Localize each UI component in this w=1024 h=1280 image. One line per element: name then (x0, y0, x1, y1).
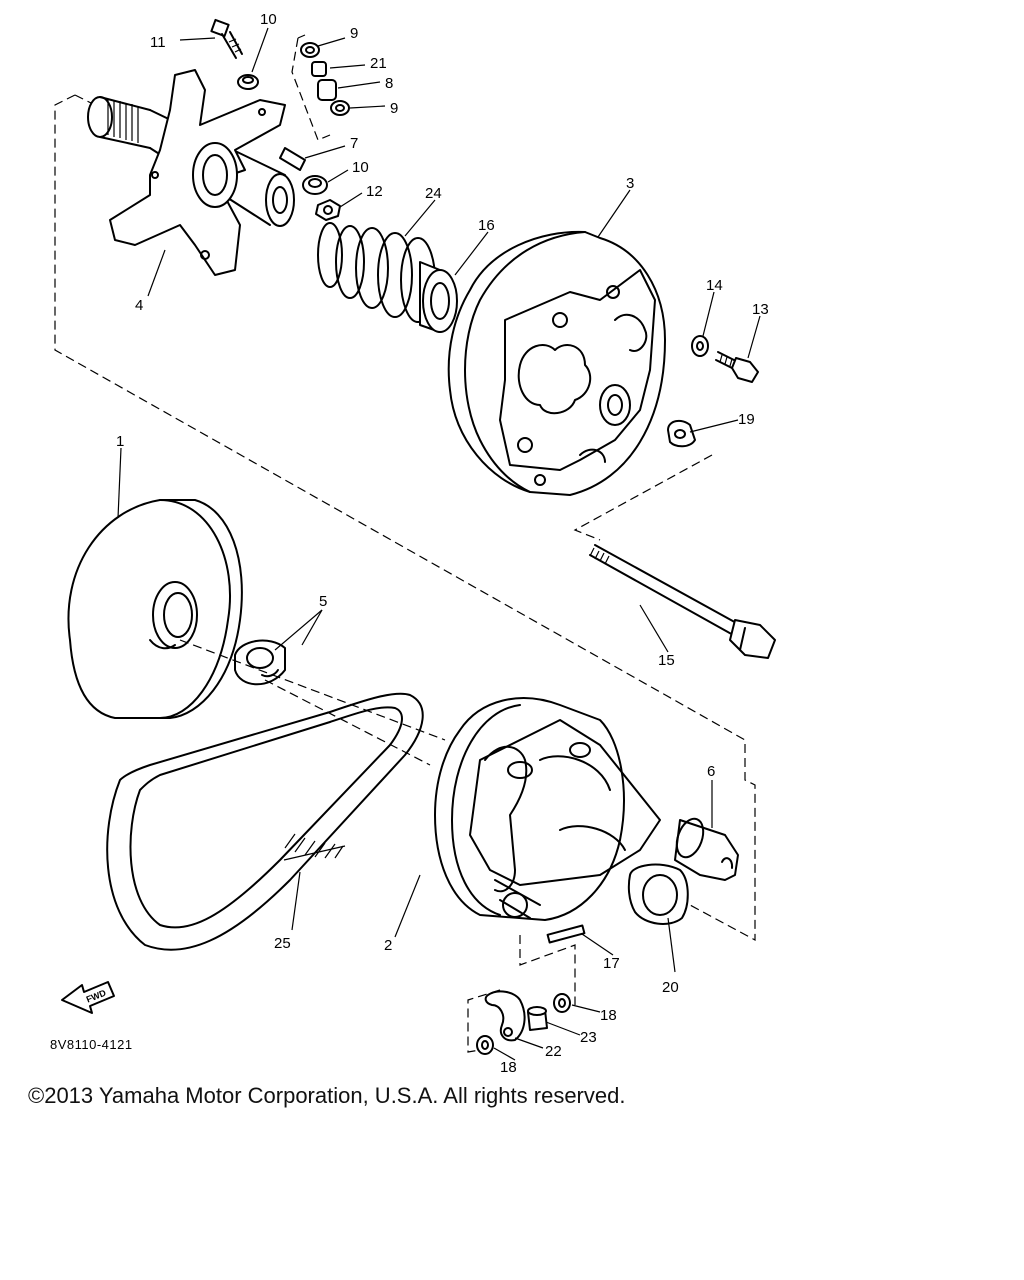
guide-line-bushing (264, 679, 431, 766)
part-nut-12 (315, 199, 341, 221)
part-seal-20 (627, 863, 689, 925)
part-bushing-16 (419, 261, 458, 333)
drawing-code: 8V8110-4121 (50, 1037, 133, 1052)
label-part-9-lower: 9 (390, 100, 398, 117)
label-part-6: 6 (707, 763, 715, 780)
part-fixed-shaft (87, 69, 295, 276)
label-part-4: 4 (135, 297, 143, 314)
label-part-20: 20 (662, 979, 679, 996)
label-part-10-top: 10 (260, 11, 277, 28)
bracket-arm-group (467, 989, 501, 1053)
part-bolt-11 (210, 18, 243, 59)
leader-lines (117, 27, 761, 1061)
part-sleeve-6 (674, 817, 739, 881)
part-pin-17 (546, 924, 586, 944)
exploded-parts-diagram: 11 10 9 21 8 9 7 10 12 24 16 3 4 14 13 1… (50, 11, 776, 1076)
label-part-22: 22 (545, 1043, 562, 1060)
part-washer-19 (667, 419, 696, 448)
label-part-23: 23 (580, 1029, 597, 1046)
part-nut-10-top (237, 74, 259, 90)
part-roller-23 (527, 1006, 548, 1031)
part-belt-25 (106, 692, 424, 951)
assembly-outline (54, 94, 756, 942)
label-part-15: 15 (658, 652, 675, 669)
part-roller-stack (291, 34, 350, 141)
label-part-9-top: 9 (350, 25, 358, 42)
part-sheave-1 (67, 499, 243, 719)
label-part-5: 5 (319, 593, 327, 610)
label-part-21: 21 (370, 55, 387, 72)
label-part-16: 16 (478, 217, 495, 234)
label-part-8: 8 (385, 75, 393, 92)
label-part-24: 24 (425, 185, 442, 202)
guide-line-sheave (179, 639, 446, 741)
guide-line-arm (519, 935, 576, 1005)
label-part-12: 12 (366, 183, 383, 200)
part-bolt-13 (715, 351, 759, 383)
label-part-19: 19 (738, 411, 755, 428)
diagram-canvas: 11 10 9 21 8 9 7 10 12 24 16 3 4 14 13 1… (50, 11, 776, 1076)
part-washer-14 (691, 335, 709, 357)
label-part-11: 11 (150, 34, 166, 51)
label-part-7: 7 (350, 135, 358, 152)
copyright-notice: ©2013 Yamaha Motor Corporation, U.S.A. A… (28, 1083, 626, 1108)
part-bushing-5 (234, 639, 286, 686)
forward-arrow-icon: FWD (61, 981, 115, 1014)
part-cover-3 (447, 230, 666, 496)
part-arm-22 (484, 990, 526, 1042)
part-washer-18-lower (476, 1035, 494, 1055)
part-long-bolt-15 (589, 544, 776, 659)
label-part-18-lower: 18 (500, 1059, 517, 1076)
label-part-17: 17 (603, 955, 620, 972)
label-part-10-lower: 10 (352, 159, 369, 176)
part-washer-18-upper (553, 993, 571, 1013)
part-movable-sheave-2 (434, 697, 661, 921)
part-nut-10-lower (302, 175, 328, 195)
label-part-1: 1 (116, 433, 124, 450)
label-part-14: 14 (706, 277, 723, 294)
label-part-18-upper: 18 (600, 1007, 617, 1024)
part-pin-7 (279, 147, 306, 171)
label-part-25: 25 (274, 935, 291, 952)
label-part-3: 3 (626, 175, 634, 192)
label-part-2: 2 (384, 937, 392, 954)
guide-line-19-15 (573, 454, 713, 541)
label-part-13: 13 (752, 301, 769, 318)
part-spring (317, 222, 436, 323)
